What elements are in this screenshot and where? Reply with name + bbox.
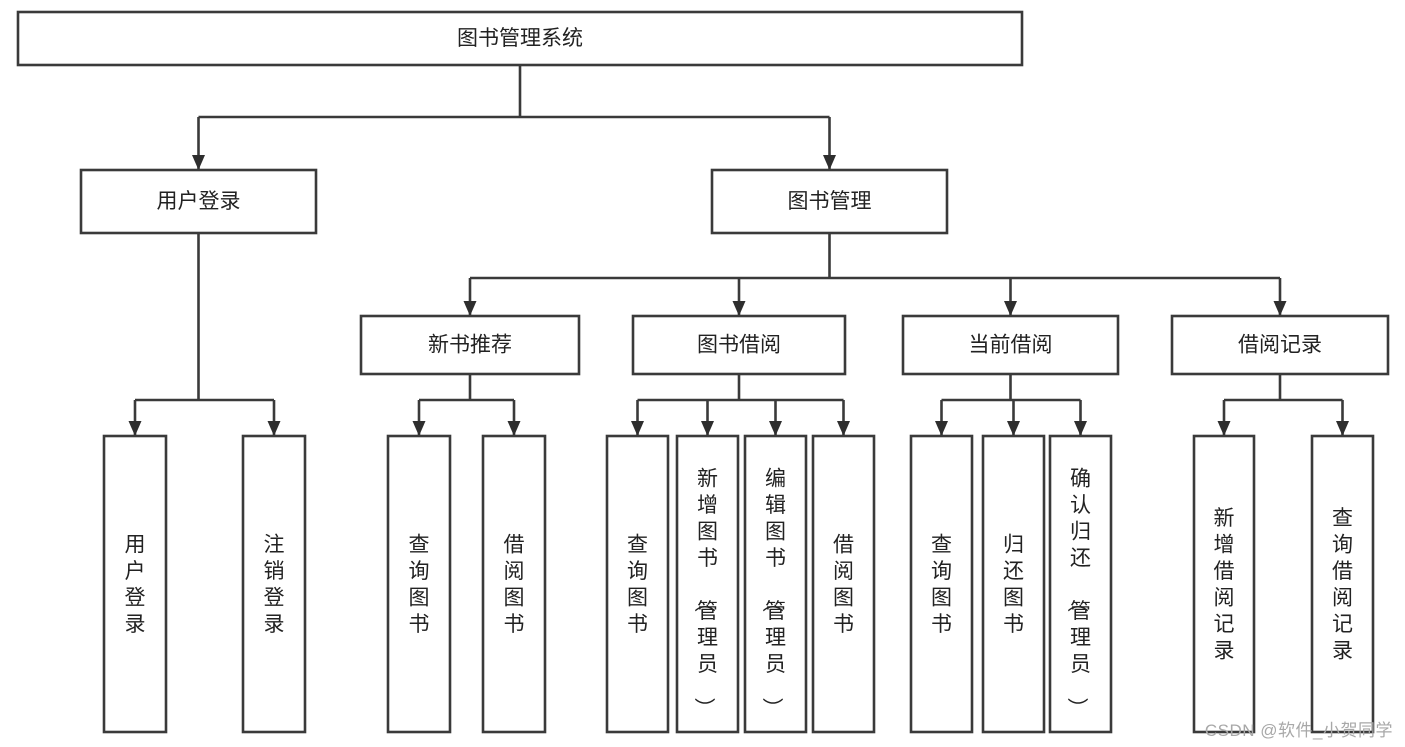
node-box — [1310, 434, 1375, 734]
node-label: 查询借阅记录 — [1332, 507, 1353, 663]
arrow-head-icon — [935, 421, 948, 436]
node-borrow-record[interactable]: 借阅记录 — [1170, 314, 1390, 376]
node-label: 编辑图书（管理员） — [760, 467, 786, 718]
node-leaf-add-book[interactable]: 新增图书（管理员） — [675, 434, 740, 734]
node-box — [1048, 434, 1113, 734]
arrow-head-icon — [1273, 301, 1287, 316]
node-root[interactable]: 图书管理系统 — [16, 10, 1024, 67]
node-box — [386, 434, 452, 734]
node-label: 图书管理系统 — [457, 27, 583, 50]
node-box — [981, 434, 1046, 734]
node-label: 图书借阅 — [697, 334, 781, 357]
edge-group-user-login — [128, 233, 281, 436]
node-box — [102, 434, 168, 734]
node-leaf-borrow-book-2[interactable]: 借阅图书 — [811, 434, 876, 734]
connectors-layer — [128, 65, 1349, 436]
node-box — [743, 434, 808, 734]
node-box — [901, 314, 1120, 376]
node-leaf-add-record[interactable]: 新增借阅记录 — [1192, 434, 1256, 734]
node-label: 图书管理 — [788, 190, 872, 213]
arrow-head-icon — [823, 155, 836, 170]
csdn-watermark: CSDN @软件_小贺同学 — [1204, 721, 1393, 740]
arrow-head-icon — [732, 301, 746, 316]
node-leaf-query-book-1[interactable]: 查询图书 — [386, 434, 452, 734]
node-box — [1192, 434, 1256, 734]
arrow-head-icon — [192, 155, 205, 170]
arrow-head-icon — [701, 421, 714, 436]
nodes-layer: 图书管理系统用户登录图书管理新书推荐图书借阅当前借阅借阅记录用户登录注销登录查询… — [16, 10, 1390, 734]
node-label: 确认归还（管理员） — [1065, 467, 1091, 718]
node-user-login[interactable]: 用户登录 — [79, 168, 318, 235]
edge-group-borrow-record — [1217, 374, 1349, 436]
arrow-head-icon — [1217, 421, 1231, 436]
node-leaf-query-book-3[interactable]: 查询图书 — [909, 434, 974, 734]
arrow-head-icon — [837, 421, 850, 436]
edge-group-new-book-recommend — [412, 374, 521, 436]
arrow-head-icon — [412, 421, 426, 436]
arrow-head-icon — [128, 421, 142, 436]
node-box — [481, 434, 547, 734]
node-book-manage[interactable]: 图书管理 — [710, 168, 949, 235]
node-box — [909, 434, 974, 734]
arrow-head-icon — [1336, 421, 1349, 436]
node-leaf-query-record[interactable]: 查询借阅记录 — [1310, 434, 1375, 734]
node-box — [1170, 314, 1390, 376]
node-box — [811, 434, 876, 734]
node-label: 新书推荐 — [428, 334, 512, 357]
arrow-head-icon — [1004, 301, 1017, 316]
node-label: 借阅图书 — [504, 534, 525, 637]
node-book-borrow[interactable]: 图书借阅 — [631, 314, 847, 376]
node-current-borrow[interactable]: 当前借阅 — [901, 314, 1120, 376]
node-leaf-query-book-2[interactable]: 查询图书 — [605, 434, 670, 734]
node-new-book-recommend[interactable]: 新书推荐 — [359, 314, 581, 376]
edge-group-book-borrow — [631, 374, 850, 436]
node-box — [710, 168, 949, 235]
node-leaf-return-book[interactable]: 归还图书 — [981, 434, 1046, 734]
node-label: 借阅图书 — [833, 534, 854, 637]
arrow-head-icon — [1007, 421, 1020, 436]
node-label: 查询图书 — [931, 534, 952, 637]
node-leaf-logout[interactable]: 注销登录 — [241, 434, 307, 734]
node-box — [16, 10, 1024, 67]
node-label: 新增图书（管理员） — [692, 467, 718, 718]
arrow-head-icon — [507, 421, 521, 436]
edge-group-root — [192, 65, 836, 170]
arrow-head-icon — [631, 421, 644, 436]
node-leaf-edit-book[interactable]: 编辑图书（管理员） — [743, 434, 808, 734]
edge-group-book-manage — [463, 233, 1287, 316]
node-label: 查询图书 — [409, 534, 430, 637]
node-label: 用户登录 — [125, 534, 146, 637]
node-label: 归还图书 — [1003, 534, 1024, 637]
edge-group-current-borrow — [935, 374, 1087, 436]
node-label: 新增借阅记录 — [1214, 507, 1235, 663]
node-label: 注销登录 — [264, 534, 285, 637]
node-label: 当前借阅 — [969, 334, 1053, 357]
arrow-head-icon — [463, 301, 477, 316]
node-box — [359, 314, 581, 376]
node-box — [675, 434, 740, 734]
node-label: 借阅记录 — [1238, 334, 1322, 357]
node-label: 查询图书 — [627, 534, 648, 637]
node-box — [605, 434, 670, 734]
node-box — [631, 314, 847, 376]
node-leaf-borrow-book-1[interactable]: 借阅图书 — [481, 434, 547, 734]
arrow-head-icon — [1074, 421, 1087, 436]
node-box — [79, 168, 318, 235]
node-label: 用户登录 — [157, 190, 241, 213]
node-leaf-confirm-return[interactable]: 确认归还（管理员） — [1048, 434, 1113, 734]
arrow-head-icon — [267, 421, 281, 436]
node-box — [241, 434, 307, 734]
node-leaf-user-login[interactable]: 用户登录 — [102, 434, 168, 734]
arrow-head-icon — [769, 421, 782, 436]
